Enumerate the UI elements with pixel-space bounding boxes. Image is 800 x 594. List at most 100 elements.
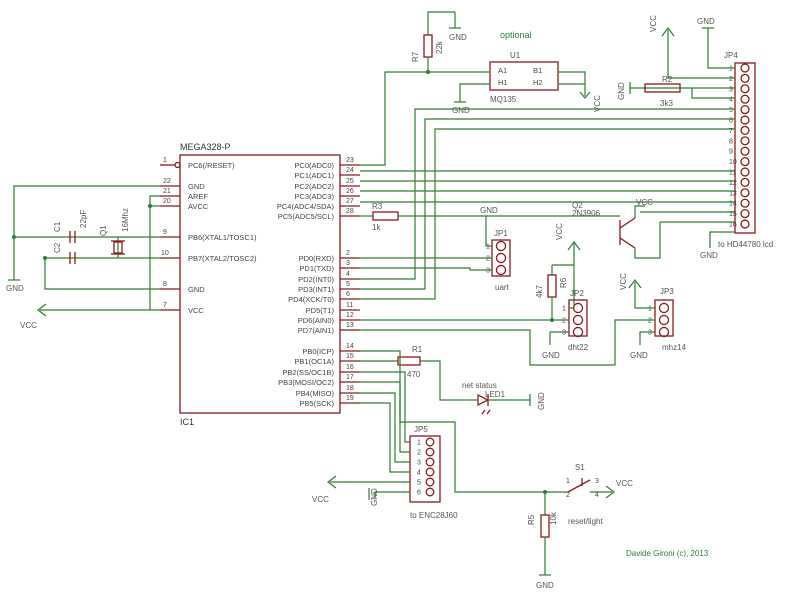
jp5-pin-3 xyxy=(425,457,435,467)
svg-text:10: 10 xyxy=(161,250,169,257)
ic1-pin-pc4: PC4(ADC4/SDA) xyxy=(277,202,335,211)
jp3-pin-number: 3 xyxy=(648,330,652,337)
jp3-pin-number: 2 xyxy=(648,318,652,325)
transistor-q2: Q2 2N3906 VCC xyxy=(572,198,661,259)
jp4-pin-4 xyxy=(740,94,750,104)
svg-text:uart: uart xyxy=(495,283,510,292)
resistor-r6: VCC 4k7 R6 xyxy=(535,223,581,322)
svg-text:JP1: JP1 xyxy=(494,229,508,238)
ic1-pin-pd1: PD1(TXD) xyxy=(299,264,334,273)
ic1-pin-pb3: PB3(MOSI/OC2) xyxy=(278,378,334,387)
ic1-pin-pc5: PC5(ADC5/SCL) xyxy=(278,212,335,221)
jp4-pin-number: 14 xyxy=(729,201,737,208)
jp1-pin-number: 2 xyxy=(486,256,490,263)
svg-text:H2: H2 xyxy=(533,78,543,87)
ic1-pin-pb2: PB2(SS/OC1B) xyxy=(282,368,334,377)
ic1-pin-pb4: PB4(MISO) xyxy=(296,389,335,398)
svg-text:20: 20 xyxy=(163,198,171,205)
jp4-pin-number: 2 xyxy=(729,76,733,83)
jp2-pin-number: 3 xyxy=(562,330,566,337)
jp3-pin-number: 1 xyxy=(648,306,652,313)
svg-text:mhz14: mhz14 xyxy=(662,343,687,352)
ic1-pin-pd7: PD7(AIN1) xyxy=(298,326,335,335)
svg-text:VCC: VCC xyxy=(649,15,658,32)
svg-text:JP5: JP5 xyxy=(414,425,428,434)
ic1-pin-pb6: PB6(XTAL1/TOSC1) xyxy=(188,233,257,242)
ic1-pin-gnd-8: GND xyxy=(188,285,205,294)
svg-text:JP4: JP4 xyxy=(724,51,738,60)
svg-text:1k: 1k xyxy=(372,223,381,232)
switch-s1: S1 1 2 3 4 VCC reset/light xyxy=(543,463,633,526)
jp4-pin-13 xyxy=(740,188,750,198)
svg-text:GND: GND xyxy=(449,33,467,42)
svg-text:LED1: LED1 xyxy=(485,390,506,399)
svg-text:R6: R6 xyxy=(559,277,568,288)
svg-text:16: 16 xyxy=(346,364,354,371)
jp4-pin-14 xyxy=(740,198,750,208)
svg-text:R1: R1 xyxy=(412,345,423,354)
svg-text:1: 1 xyxy=(163,157,167,164)
header-jp2-dht22: JP2 123 dht22 GND xyxy=(360,289,589,360)
svg-text:S1: S1 xyxy=(575,463,585,472)
jp5-pin-1 xyxy=(425,437,435,447)
jp4-pin-12 xyxy=(740,177,750,188)
jp4-pin-3 xyxy=(740,84,750,94)
jp4-pin-5 xyxy=(740,104,750,115)
jp4-pin-number: 7 xyxy=(729,128,733,135)
jp4-pin-1 xyxy=(740,63,750,73)
ic1-pin-pb5: PB5(SCK) xyxy=(299,399,334,408)
svg-text:2N3906: 2N3906 xyxy=(572,209,601,218)
jp4-pin-number: 5 xyxy=(729,107,733,114)
ic1-pin-pd3: PD3(INT1) xyxy=(298,285,334,294)
svg-text:GND: GND xyxy=(697,17,715,26)
ic1-pin-avcc: AVCC xyxy=(188,202,209,211)
svg-text:GND: GND xyxy=(542,351,560,360)
jp4-pin-8 xyxy=(740,136,750,146)
svg-text:GND: GND xyxy=(480,206,498,215)
ic1-pin-pd0: PD0(RXD) xyxy=(299,254,335,263)
svg-text:R5: R5 xyxy=(527,514,536,525)
svg-text:VCC: VCC xyxy=(555,223,564,240)
svg-text:GND: GND xyxy=(630,351,648,360)
header-jp3-mhz14: JP3 123 mhz14 VCC GND xyxy=(360,273,687,366)
svg-text:GND: GND xyxy=(617,82,626,100)
svg-text:4k7: 4k7 xyxy=(535,285,544,298)
jp4-pin-number: 16 xyxy=(729,222,737,229)
ic1-pin-pc2: PC2(ADC2) xyxy=(294,182,334,191)
svg-text:Q2: Q2 xyxy=(572,201,583,210)
jp5-pin-number: 2 xyxy=(417,450,421,457)
u1-optional-label: optional xyxy=(500,30,532,40)
svg-text:11: 11 xyxy=(346,302,353,309)
jp4-pin-number: 9 xyxy=(729,149,733,156)
svg-text:MQ135: MQ135 xyxy=(490,95,517,104)
ic1-pin-pc0: PC0(ADC0) xyxy=(294,161,334,170)
jp4-note: to HD44780 lcd xyxy=(718,240,773,249)
svg-text:GND: GND xyxy=(537,392,546,410)
credit-text: Davide Gironi (c), 2013 xyxy=(626,549,709,558)
jp4-pin-number: 1 xyxy=(729,66,733,73)
header-jp1-uart: GND JP1 123 uart xyxy=(360,206,511,292)
svg-text:JP3: JP3 xyxy=(660,287,674,296)
ic1-pin-pc1: PC1(ADC1) xyxy=(294,171,334,180)
svg-text:1: 1 xyxy=(566,478,570,485)
jp4-pin-15 xyxy=(740,208,750,219)
capacitor-c1: C1 22pF xyxy=(53,210,88,243)
svg-text:21: 21 xyxy=(163,188,171,195)
jp5-pin-4 xyxy=(425,467,435,477)
ic1-pin-pb1: PB1(OC1A) xyxy=(294,357,334,366)
svg-text:A1: A1 xyxy=(498,66,507,75)
svg-text:3k3: 3k3 xyxy=(660,99,673,108)
jp4-pin-number: 3 xyxy=(729,86,733,93)
jp1-pin-3 xyxy=(495,264,507,276)
svg-text:24: 24 xyxy=(346,167,354,174)
svg-text:19: 19 xyxy=(346,395,354,402)
jp4-pin-10 xyxy=(740,156,750,167)
jp5-pin-number: 4 xyxy=(417,470,421,477)
led-note: net status xyxy=(462,381,497,390)
ic1-pin-aref: AREF xyxy=(188,192,208,201)
svg-text:7: 7 xyxy=(163,302,167,309)
svg-text:to ENC28J60: to ENC28J60 xyxy=(410,511,458,520)
jp5-pin-6 xyxy=(425,487,435,497)
svg-text:23: 23 xyxy=(346,157,354,164)
